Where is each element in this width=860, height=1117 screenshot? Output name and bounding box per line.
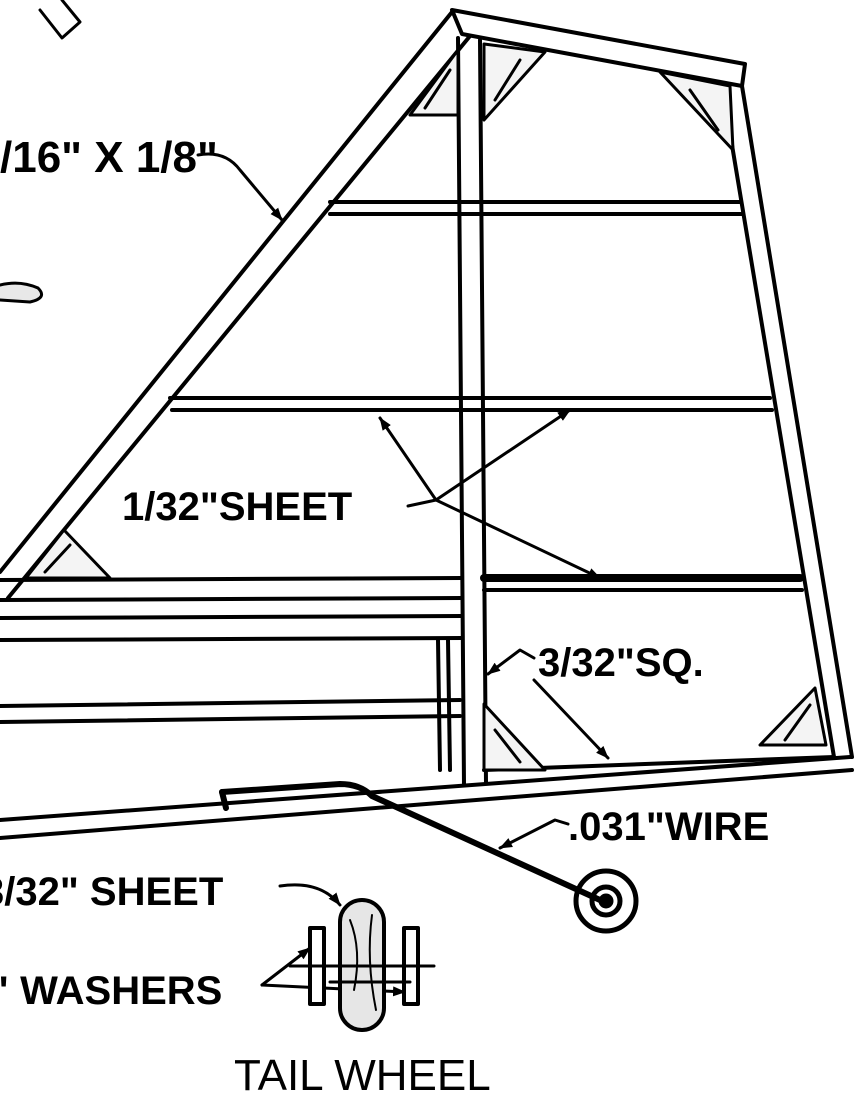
- label-spar-size: /16" X 1/8": [0, 133, 218, 182]
- fragments: [0, 0, 82, 304]
- tail-wire: [219, 781, 603, 903]
- label-square-3-32: 3/32"SQ.: [538, 641, 704, 685]
- tail-wheel: [288, 898, 436, 1032]
- label-washers: " WASHERS: [0, 969, 222, 1013]
- ribs: [0, 200, 854, 840]
- gussets: [24, 42, 828, 772]
- leader-lines: [196, 152, 610, 997]
- label-sheet-3-32: 3/32" SHEET: [0, 870, 223, 914]
- label-wire: .031"WIRE: [568, 805, 769, 849]
- label-tail-wheel: TAIL WHEEL: [234, 1051, 491, 1100]
- label-sheet-1-32: 1/32"SHEET: [122, 485, 352, 529]
- wire-end-ring: [573, 868, 639, 934]
